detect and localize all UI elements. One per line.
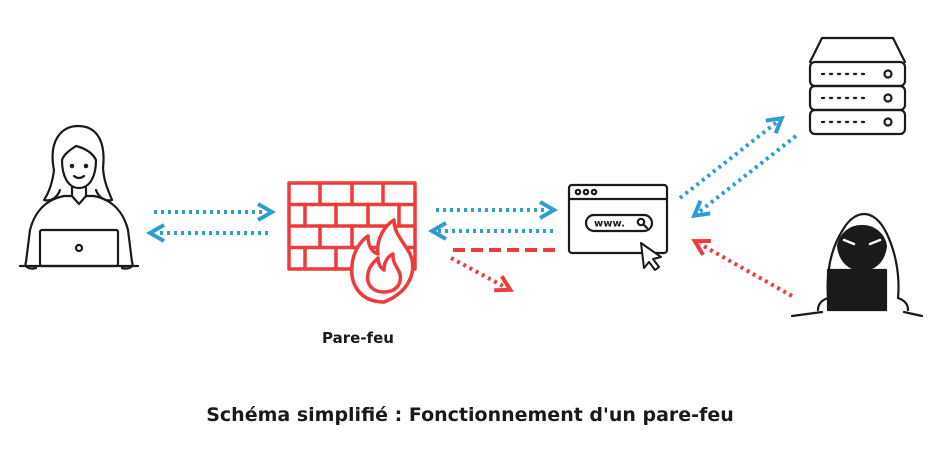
firewall-fire-icon <box>287 181 417 304</box>
server-rack-icon <box>808 36 907 136</box>
browser-url-text: www. <box>594 219 625 230</box>
browser-window-icon <box>567 183 669 271</box>
arrow-attack-deflected <box>450 256 514 293</box>
firewall-label: Pare-feu <box>322 329 394 347</box>
arrow-hacker-to-browser <box>691 238 793 298</box>
hacker-icon <box>790 212 924 318</box>
diagram-caption: Schéma simplifié : Fonctionnement d'un p… <box>206 404 734 426</box>
user-laptop-icon <box>18 124 140 270</box>
